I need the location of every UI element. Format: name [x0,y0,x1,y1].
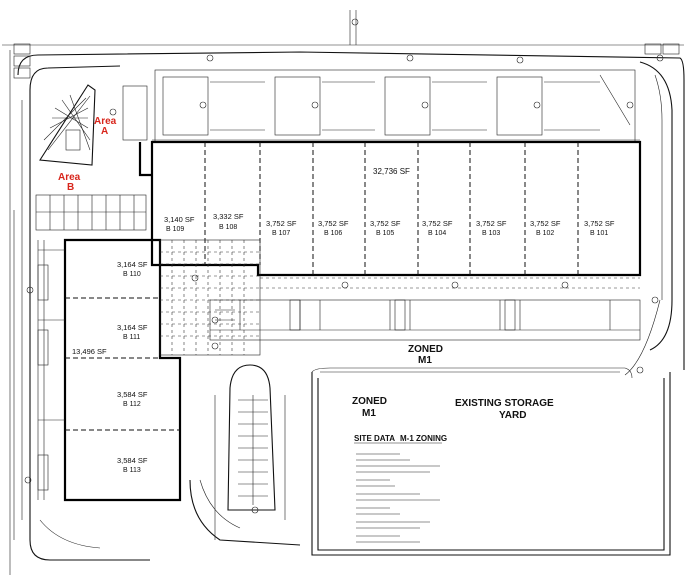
building-b102-id: B 102 [536,230,554,237]
existing-storage-title: EXISTING STORAGE [455,398,554,409]
building-b109-sf: 3,140 SF [164,215,195,224]
zoned-m1-yard-code: M1 [362,408,376,419]
area-b-label-letter: B [67,182,74,193]
north-building-labels: 3,140 SF B 109 3,332 SF B 108 3,752 SF B… [164,212,615,237]
zoned-m1-top-code: M1 [418,355,432,366]
building-b113-sf: 3,584 SF [117,456,148,465]
area-b-parking [35,194,147,231]
site-data-zoning: M-1 ZONING [400,434,447,443]
building-b113-id: B 113 [123,467,141,474]
building-b110-id: B 110 [123,271,141,278]
building-b112-id: B 112 [123,401,141,408]
building-b109-id: B 109 [166,226,184,233]
area-b-label-word: Area [58,172,81,183]
zoned-m1-yard-word: ZONED [352,396,387,407]
area-a-label-letter: A [101,126,108,137]
building-b104-sf: 3,752 SF [422,219,453,228]
building-b103-sf: 3,752 SF [476,219,507,228]
north-loading-docks [122,69,636,143]
site-data-table: SITE DATA M-1 ZONING [354,434,447,543]
building-b102-sf: 3,752 SF [530,219,561,228]
building-b111-sf: 3,164 SF [117,323,148,332]
area-a-label-word: Area [94,116,117,127]
building-b107-id: B 107 [272,230,290,237]
building-b105-sf: 3,752 SF [370,219,401,228]
north-block-total: 32,736 SF [373,167,410,176]
building-b106-id: B 106 [324,230,342,237]
building-b101-id: B 101 [590,230,608,237]
west-building-labels: 3,164 SF B 110 3,164 SF B 111 13,496 SF … [72,260,148,474]
property-lines [2,10,685,575]
west-block-total: 13,496 SF [72,347,107,356]
building-b104-id: B 104 [428,230,446,237]
building-b107-sf: 3,752 SF [266,219,297,228]
north-building [138,139,642,277]
building-b103-id: B 103 [482,230,500,237]
driveway-entry [13,43,680,79]
existing-storage-yard: YARD [499,410,526,421]
courtyard-grid [159,239,640,356]
diagonal-parking [39,84,96,166]
building-b101-sf: 3,752 SF [584,219,615,228]
center-parking [214,364,286,540]
building-b110-sf: 3,164 SF [117,260,148,269]
zoned-m1-top-word: ZONED [408,344,443,355]
building-b108-sf: 3,332 SF [213,212,244,221]
south-parking-row [209,299,641,341]
building-b105-id: B 105 [376,230,394,237]
building-b111-id: B 111 [123,334,140,341]
building-b112-sf: 3,584 SF [117,390,148,399]
annotation-marks [24,18,664,514]
west-building [37,238,182,502]
building-b108-id: B 108 [219,224,237,231]
storage-yard [311,367,671,556]
site-data-heading: SITE DATA [354,434,395,443]
building-b106-sf: 3,752 SF [318,219,349,228]
